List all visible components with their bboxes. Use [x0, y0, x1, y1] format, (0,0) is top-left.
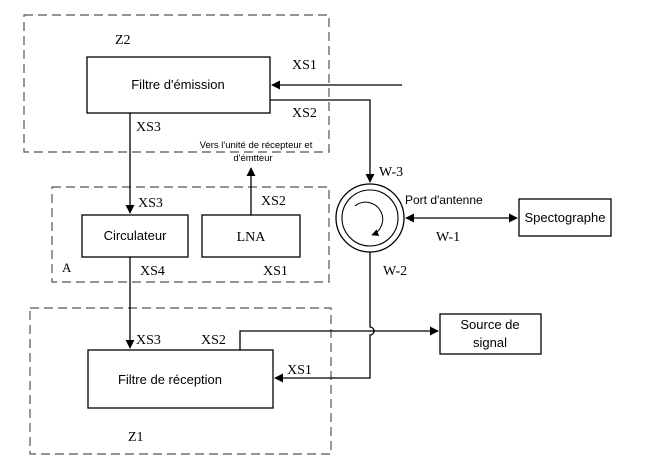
antenna-circulator-inner [341, 189, 399, 247]
signal-source-label-line1: Source de [460, 317, 519, 332]
reception-filter-block [87, 349, 274, 409]
spectrograph-label: Spectographe [525, 210, 606, 225]
port-label-xs1-lna: XS1 [263, 264, 288, 279]
port-label-xs3-emission: XS3 [136, 120, 161, 135]
spectrograph-block [518, 198, 612, 237]
reception-filter-label: Filtre de réception [118, 372, 222, 387]
antenna-circulator-outer [335, 183, 405, 253]
signal-source-label-line2: signal [473, 335, 507, 350]
lna-block [201, 214, 301, 258]
port-label-xs2-lna: XS2 [261, 194, 286, 209]
circulator-rotation-arrow-icon [354, 201, 384, 236]
receiver-unit-label-line1: Vers l'unité de récepteur et [200, 140, 313, 151]
circulator-label: Circulateur [104, 228, 168, 243]
receiver-unit-label-line2: d'émtteur [233, 153, 272, 164]
zone-z2-label: Z2 [115, 33, 131, 48]
port-label-xs1-emission: XS1 [292, 58, 317, 73]
zone-z1-boundary [29, 307, 332, 455]
antenna-port-label: Port d'antenne [405, 193, 483, 207]
wire-label-w1: W-1 [436, 230, 460, 245]
zone-a-boundary [51, 186, 330, 283]
emission-filter-block [86, 56, 271, 114]
circulator-block [81, 214, 189, 258]
signal-source-block [439, 313, 542, 355]
port-label-xs2-reception: XS2 [201, 333, 226, 348]
port-label-xs1-reception: XS1 [287, 363, 312, 378]
zone-z1-label: Z1 [128, 430, 144, 445]
wire-w3-emission-to-antenna [270, 99, 375, 183]
lna-label: LNA [237, 230, 267, 245]
port-label-xs4-circulator: XS4 [140, 264, 165, 279]
emission-filter-label: Filtre d'émission [131, 77, 225, 92]
zone-a-label: A [62, 260, 72, 275]
port-label-xs3-circulator: XS3 [138, 196, 163, 211]
wire-label-w3: W-3 [379, 165, 403, 180]
wire-w2-antenna-to-reception [274, 252, 375, 383]
port-label-xs3-reception: XS3 [136, 333, 161, 348]
wire-label-w2: W-2 [383, 264, 407, 279]
port-label-xs2-emission: XS2 [292, 106, 317, 121]
zone-z2-boundary [23, 14, 330, 153]
wire-xs2-reception-to-signal-source [239, 326, 439, 350]
